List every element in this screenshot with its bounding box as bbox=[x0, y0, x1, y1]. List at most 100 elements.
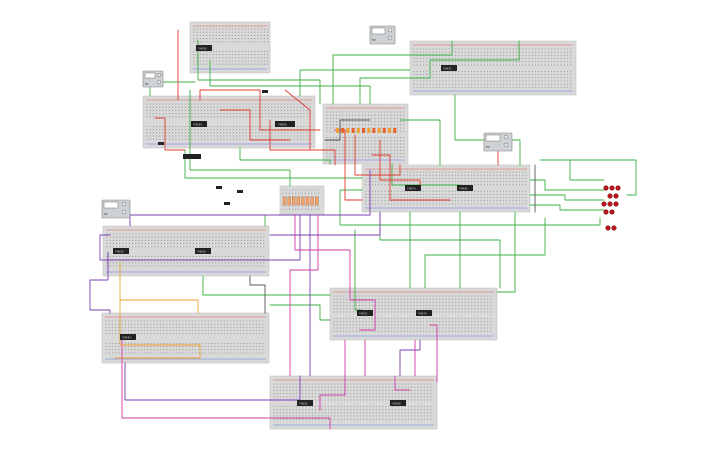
small-component[interactable] bbox=[224, 202, 230, 205]
wire[interactable] bbox=[424, 217, 546, 289]
dip-switch-toggle[interactable] bbox=[301, 196, 305, 206]
led[interactable] bbox=[615, 185, 621, 191]
small-component[interactable] bbox=[237, 190, 243, 193]
header-pin[interactable] bbox=[393, 128, 397, 133]
ic-chip[interactable]: 74HC08 bbox=[275, 121, 295, 127]
header-strip[interactable] bbox=[336, 128, 397, 133]
dip-switch-toggle[interactable] bbox=[310, 196, 314, 206]
wire[interactable] bbox=[359, 40, 520, 105]
dip-switch-toggle[interactable] bbox=[315, 196, 319, 206]
wire[interactable] bbox=[269, 119, 336, 166]
wire[interactable] bbox=[399, 339, 421, 377]
led[interactable] bbox=[609, 209, 615, 215]
breadboard[interactable] bbox=[409, 40, 577, 96]
wire[interactable] bbox=[359, 299, 376, 331]
led[interactable] bbox=[603, 209, 609, 215]
wire[interactable] bbox=[294, 214, 366, 301]
wire[interactable] bbox=[299, 69, 411, 97]
wire[interactable] bbox=[99, 214, 301, 261]
header-pin[interactable] bbox=[346, 128, 350, 133]
wire[interactable] bbox=[339, 189, 601, 226]
wire[interactable] bbox=[264, 214, 363, 227]
breadboard[interactable] bbox=[189, 21, 271, 74]
ic-chip[interactable]: 74HC00 bbox=[196, 45, 212, 51]
ic-chip[interactable]: 74HC00 bbox=[390, 400, 406, 406]
wire[interactable] bbox=[119, 299, 199, 314]
wire[interactable] bbox=[184, 149, 363, 179]
wire[interactable] bbox=[219, 109, 291, 141]
led[interactable] bbox=[605, 225, 611, 231]
wire[interactable] bbox=[529, 194, 605, 201]
wire[interactable] bbox=[89, 251, 111, 314]
wire[interactable] bbox=[249, 275, 266, 314]
header-pin[interactable] bbox=[341, 128, 345, 133]
breadboard[interactable] bbox=[361, 164, 531, 213]
wire[interactable] bbox=[129, 169, 371, 227]
small-component[interactable] bbox=[183, 154, 201, 159]
breadboard[interactable] bbox=[269, 375, 438, 430]
wire[interactable] bbox=[319, 339, 346, 411]
ic-chip[interactable]: 74HC32 bbox=[357, 310, 373, 316]
header-pin[interactable] bbox=[382, 128, 386, 133]
wire[interactable] bbox=[564, 159, 637, 196]
ic-chip[interactable]: 74HC08 bbox=[195, 248, 211, 254]
header-pin[interactable] bbox=[367, 128, 371, 133]
wire[interactable] bbox=[332, 40, 453, 105]
wire[interactable] bbox=[496, 211, 516, 293]
led[interactable] bbox=[613, 201, 619, 207]
wire[interactable] bbox=[189, 89, 291, 187]
wire[interactable] bbox=[289, 214, 319, 377]
wire[interactable] bbox=[124, 362, 301, 401]
wire[interactable] bbox=[284, 89, 311, 151]
wire[interactable] bbox=[391, 163, 461, 186]
wire[interactable] bbox=[394, 375, 411, 391]
wire[interactable] bbox=[429, 324, 438, 383]
wire[interactable] bbox=[154, 117, 186, 151]
led[interactable] bbox=[607, 193, 613, 199]
ic-chip[interactable]: 74HC00 bbox=[113, 248, 129, 254]
wire[interactable] bbox=[239, 147, 331, 165]
wire[interactable] bbox=[114, 261, 201, 359]
wire[interactable] bbox=[209, 59, 371, 105]
power-supply[interactable]: 5V bbox=[101, 199, 131, 219]
dip-switch-toggle[interactable] bbox=[292, 196, 296, 206]
wire[interactable] bbox=[529, 204, 605, 211]
header-pin[interactable] bbox=[377, 128, 381, 133]
wire-layer[interactable] bbox=[89, 29, 637, 430]
wire[interactable] bbox=[539, 159, 605, 181]
wire[interactable] bbox=[354, 134, 401, 176]
ic-chip[interactable]: 74HC04 bbox=[191, 121, 207, 127]
ic-chip[interactable]: 74HC86 bbox=[457, 185, 473, 191]
ic-chip[interactable]: 74HC32 bbox=[441, 65, 457, 71]
wire[interactable] bbox=[324, 119, 371, 141]
header-pin[interactable] bbox=[356, 128, 360, 133]
dip-switch-toggle[interactable] bbox=[296, 196, 300, 206]
wire[interactable] bbox=[529, 179, 605, 191]
dip-switch-toggle[interactable] bbox=[282, 196, 287, 206]
dip-switch-toggle[interactable] bbox=[305, 196, 310, 206]
small-component[interactable] bbox=[262, 90, 268, 93]
ic-chip[interactable]: 74HC74 bbox=[405, 185, 421, 191]
header-pin[interactable] bbox=[362, 128, 365, 133]
breadboard[interactable] bbox=[102, 225, 270, 277]
dip-switch-toggle[interactable] bbox=[287, 196, 291, 206]
power-supply[interactable]: 5V bbox=[369, 25, 396, 45]
power-supply[interactable]: 5V bbox=[483, 132, 513, 152]
header-pin[interactable] bbox=[336, 128, 339, 133]
wire[interactable] bbox=[399, 119, 441, 166]
led[interactable] bbox=[607, 201, 613, 207]
dip-switch[interactable] bbox=[282, 196, 319, 206]
breadboard[interactable] bbox=[322, 103, 409, 165]
ic-chip[interactable]: 74HC74 bbox=[416, 310, 432, 316]
header-pin[interactable] bbox=[372, 128, 376, 133]
wire[interactable] bbox=[379, 211, 501, 289]
ic-chip[interactable]: 74HC86 bbox=[297, 400, 313, 406]
header-pin[interactable] bbox=[351, 128, 355, 133]
led[interactable] bbox=[611, 225, 617, 231]
wire[interactable] bbox=[199, 89, 321, 131]
wire[interactable] bbox=[379, 139, 421, 189]
power-supply[interactable]: 5V bbox=[142, 70, 164, 88]
led[interactable] bbox=[601, 201, 607, 207]
wire[interactable] bbox=[197, 39, 321, 105]
